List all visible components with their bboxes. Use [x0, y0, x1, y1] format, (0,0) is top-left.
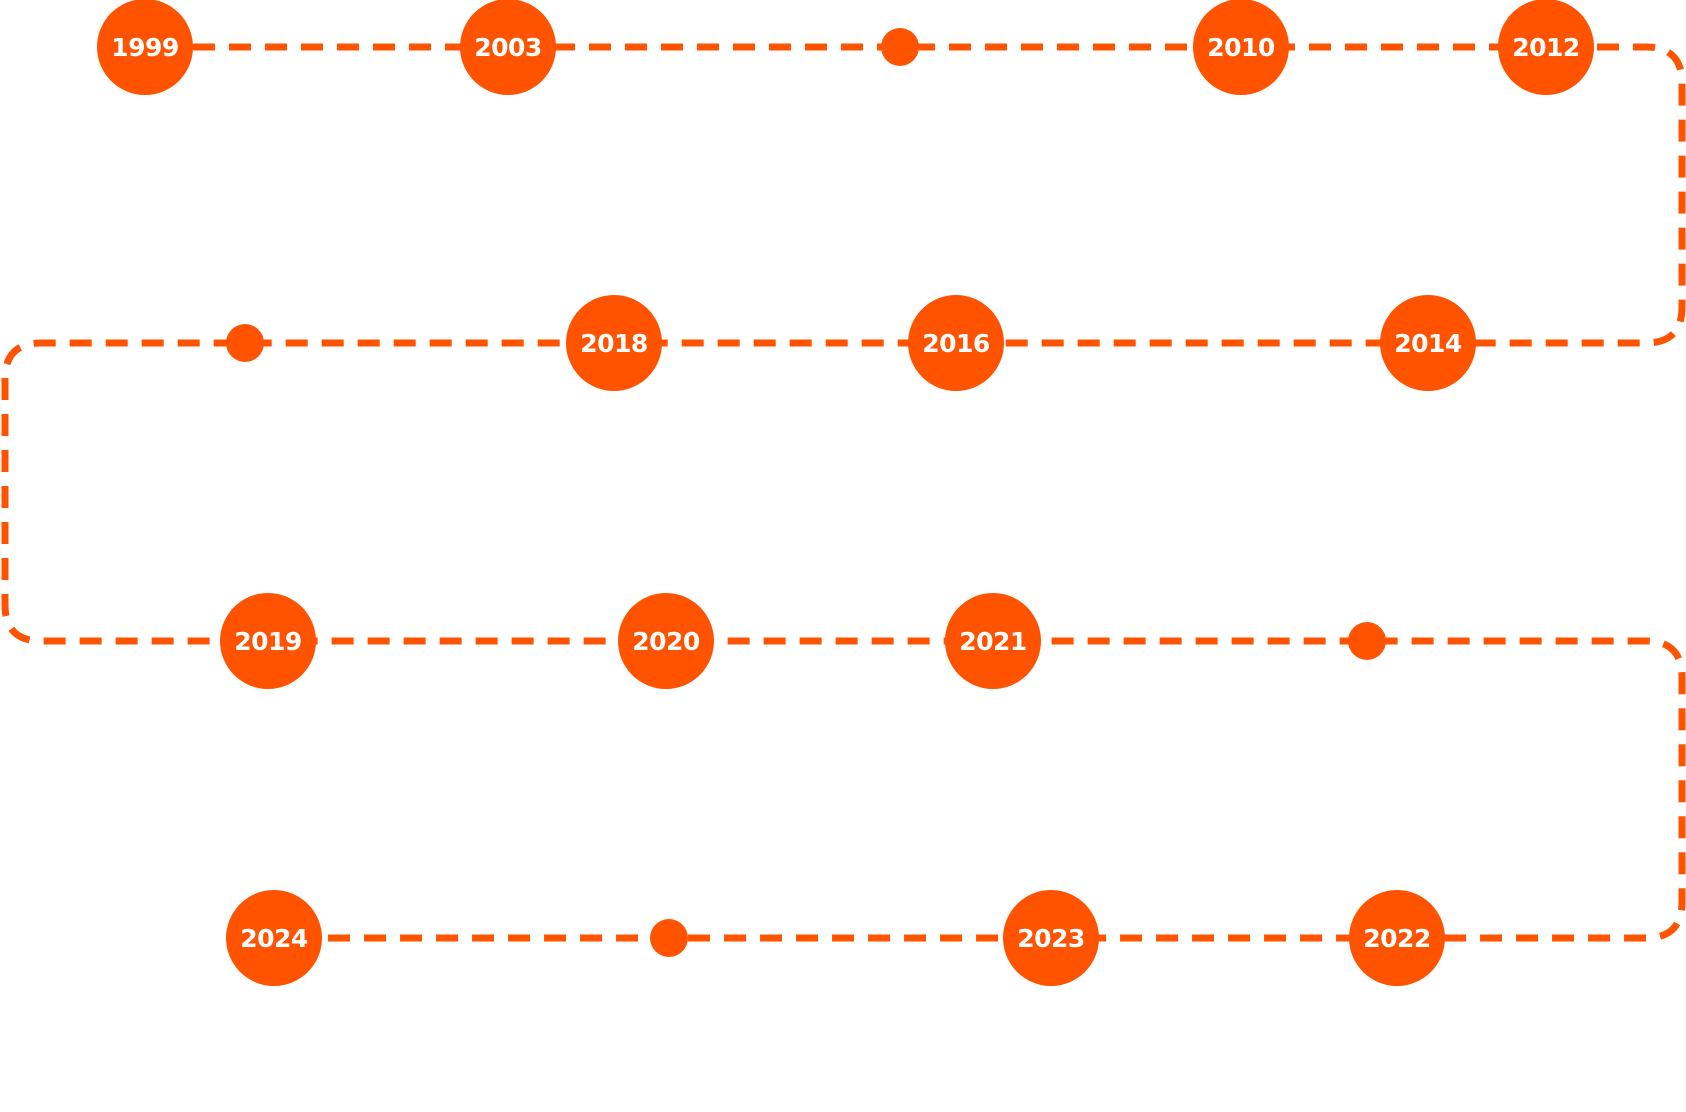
- year-milestone-2019[interactable]: 2019: [220, 593, 316, 689]
- dot-icon: [650, 919, 688, 957]
- milestone-circle: [1380, 295, 1476, 391]
- year-milestone-2022[interactable]: 2022: [1349, 890, 1445, 986]
- milestone-year-label: 2022: [1363, 924, 1431, 953]
- milestone-circle: [226, 890, 322, 986]
- year-milestone-2023[interactable]: 2023: [1003, 890, 1099, 986]
- dot-icon: [881, 28, 919, 66]
- milestone-circle: [1193, 0, 1289, 95]
- milestone-circle: [220, 593, 316, 689]
- milestone-year-label: 2003: [474, 33, 542, 62]
- timeline-dot-marker: [650, 919, 688, 957]
- year-milestone-2020[interactable]: 2020: [618, 593, 714, 689]
- timeline-path: [1, 43, 1686, 942]
- milestone-year-label: 2020: [632, 627, 700, 656]
- year-milestone-2012[interactable]: 2012: [1498, 0, 1594, 95]
- milestone-year-label: 2018: [580, 329, 648, 358]
- milestone-circle: [566, 295, 662, 391]
- milestone-circle: [1498, 0, 1594, 95]
- milestone-year-label: 2023: [1017, 924, 1085, 953]
- milestone-circle: [618, 593, 714, 689]
- milestone-year-label: 2016: [922, 329, 990, 358]
- year-milestone-2016[interactable]: 2016: [908, 295, 1004, 391]
- year-milestone-2024[interactable]: 2024: [226, 890, 322, 986]
- milestone-year-label: 2024: [240, 924, 308, 953]
- milestone-year-label: 1999: [111, 33, 179, 62]
- dashed-connector-line: [1, 43, 1686, 942]
- year-milestone-2018[interactable]: 2018: [566, 295, 662, 391]
- year-milestone-2014[interactable]: 2014: [1380, 295, 1476, 391]
- milestone-circle: [945, 593, 1041, 689]
- milestone-circle: [1003, 890, 1099, 986]
- milestone-year-label: 2021: [959, 627, 1027, 656]
- timeline-dot-marker: [881, 28, 919, 66]
- year-milestone-2010[interactable]: 2010: [1193, 0, 1289, 95]
- milestone-circle: [908, 295, 1004, 391]
- milestone-year-label: 2010: [1207, 33, 1275, 62]
- milestone-circle: [97, 0, 193, 95]
- milestone-circle: [460, 0, 556, 95]
- milestone-year-label: 2014: [1394, 329, 1462, 358]
- timeline-nodes: 1999 2003 2010 2012 2018 2016 2014 2019 2020 2021…: [97, 0, 1594, 986]
- dot-icon: [226, 324, 264, 362]
- milestone-year-label: 2012: [1512, 33, 1580, 62]
- timeline-dot-marker: [226, 324, 264, 362]
- year-milestone-2003[interactable]: 2003: [460, 0, 556, 95]
- year-milestone-2021[interactable]: 2021: [945, 593, 1041, 689]
- timeline-dot-marker: [1348, 622, 1386, 660]
- milestone-year-label: 2019: [234, 627, 302, 656]
- year-milestone-1999[interactable]: 1999: [97, 0, 193, 95]
- milestone-circle: [1349, 890, 1445, 986]
- dot-icon: [1348, 622, 1386, 660]
